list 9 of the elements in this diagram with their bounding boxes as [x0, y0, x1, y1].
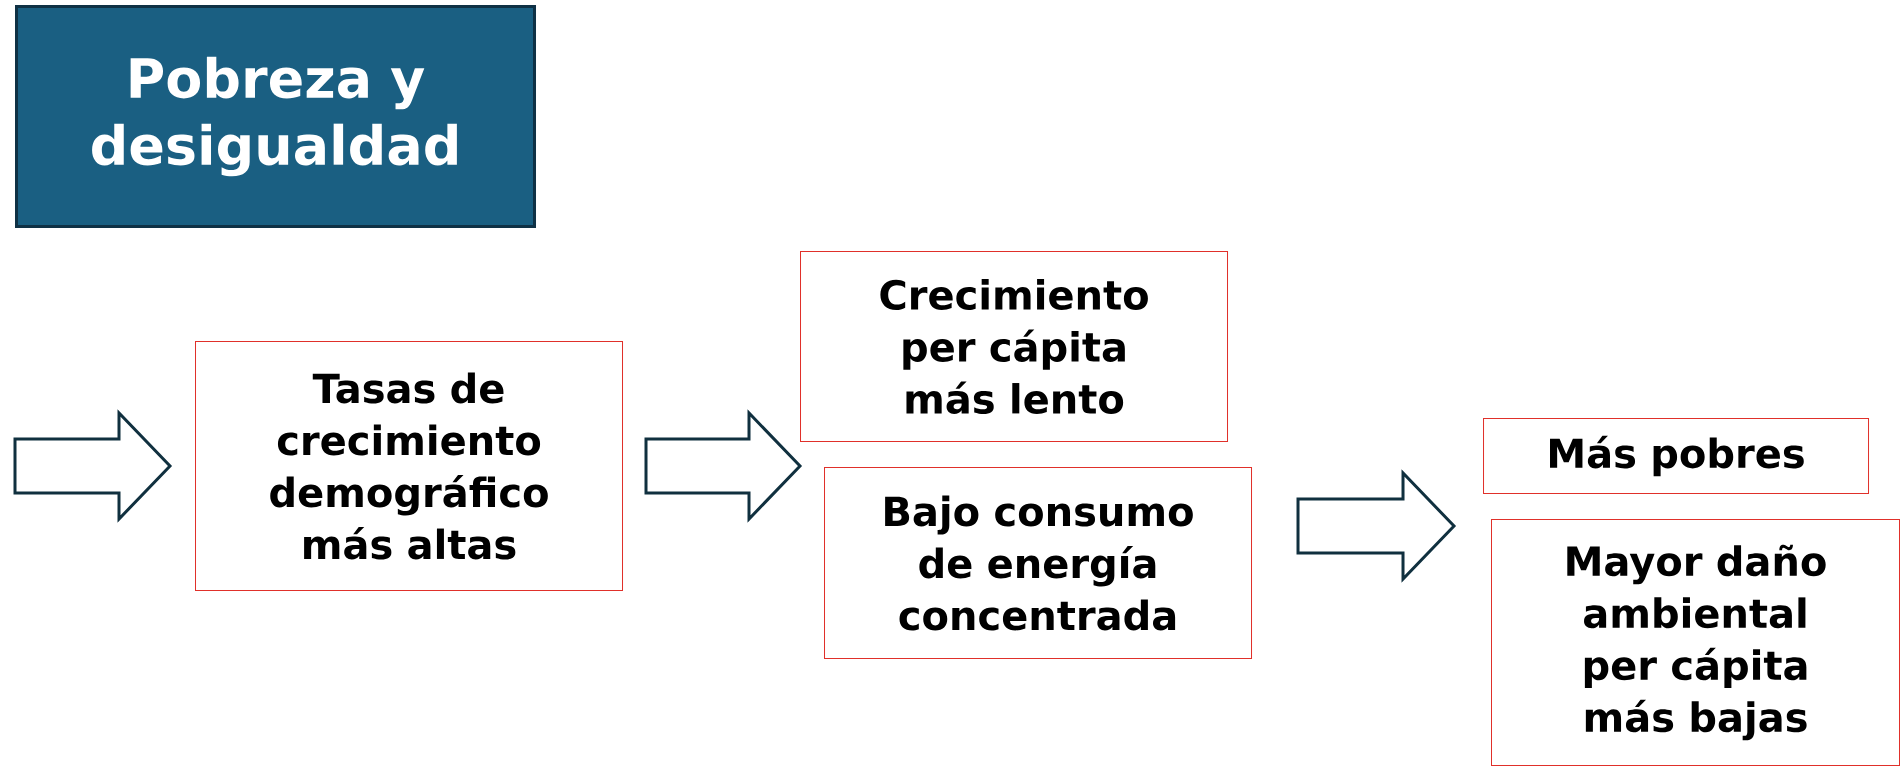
title-box: Pobreza y desigualdad: [15, 5, 536, 228]
text-box: Tasas de crecimiento demográfico más altas: [195, 341, 623, 591]
text-box: Crecimiento per cápita más lento: [800, 251, 1228, 442]
text-box: Bajo consumo de energía concentrada: [824, 467, 1252, 659]
block-arrow: [1296, 469, 1457, 583]
block-arrow: [644, 409, 803, 523]
block-arrow: [13, 409, 173, 523]
text-box: Mayor daño ambiental per cápita más bajas: [1491, 519, 1900, 766]
text-box: Más pobres: [1483, 418, 1869, 494]
